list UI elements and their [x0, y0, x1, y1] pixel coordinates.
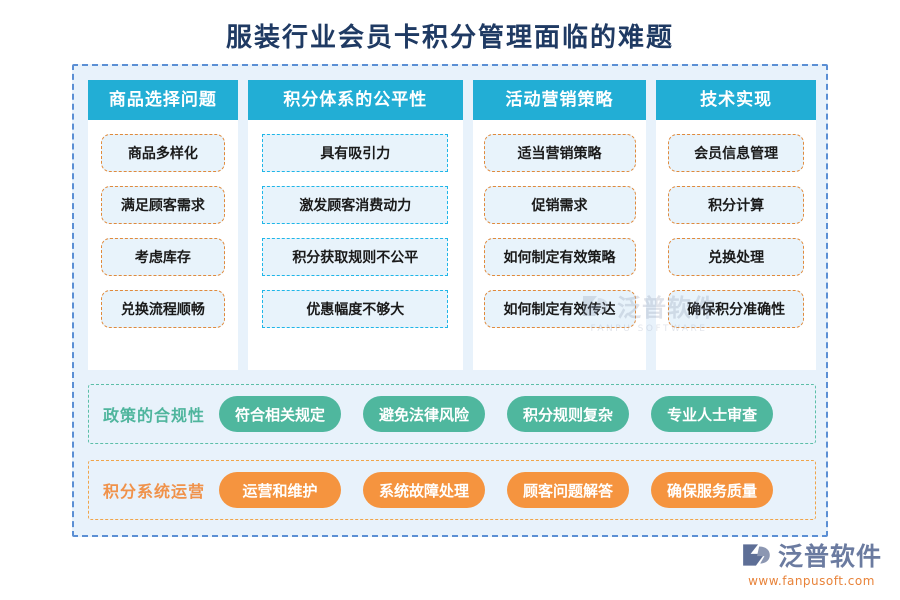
column-body-4: 会员信息管理 积分计算 兑换处理 确保积分准确性 — [656, 120, 816, 370]
bar-label-compliance: 政策的合规性 — [103, 406, 206, 425]
column-panel-3: 活动营销策略 适当营销策略 促销需求 如何制定有效策略 如何制定有效传达 — [472, 80, 647, 370]
pill-item[interactable]: 符合相关规定 — [219, 396, 342, 432]
bar-label-operations: 积分系统运营 — [103, 482, 206, 501]
brand-row: 泛普软件 — [741, 537, 882, 573]
fanpu-logo-icon — [743, 544, 770, 566]
column-header-4: 技术实现 — [656, 80, 817, 120]
column-item[interactable]: 会员信息管理 — [668, 134, 805, 172]
brand-logo: 泛普软件 www.fanpusoft.com — [741, 537, 882, 588]
column-item[interactable]: 确保积分准确性 — [668, 290, 805, 328]
column-item[interactable]: 具有吸引力 — [262, 134, 449, 172]
columns-container: 商品选择问题 商品多样化 满足顾客需求 考虑库存 兑换流程顺畅 积分体系的公平性… — [88, 80, 817, 370]
pill-item[interactable]: 运营和维护 — [219, 472, 342, 508]
column-item[interactable]: 考虑库存 — [100, 238, 225, 276]
brand-url: www.fanpusoft.com — [748, 574, 875, 588]
column-body-2: 具有吸引力 激发顾客消费动力 积分获取规则不公平 优惠幅度不够大 — [248, 120, 463, 370]
column-item[interactable]: 积分获取规则不公平 — [262, 238, 449, 276]
column-item[interactable]: 兑换流程顺畅 — [100, 290, 225, 328]
column-header-3: 活动营销策略 — [472, 80, 647, 120]
pill-item[interactable]: 专业人士审查 — [651, 396, 774, 432]
column-panel-1: 商品选择问题 商品多样化 满足顾客需求 考虑库存 兑换流程顺畅 — [88, 80, 238, 370]
pills-compliance: 符合相关规定 避免法律风险 积分规则复杂 专业人士审查 — [219, 396, 815, 432]
column-item[interactable]: 商品多样化 — [100, 134, 225, 172]
column-item[interactable]: 促销需求 — [483, 186, 636, 224]
pill-item[interactable]: 系统故障处理 — [363, 472, 486, 508]
column-item[interactable]: 适当营销策略 — [483, 134, 636, 172]
pill-item[interactable]: 积分规则复杂 — [507, 396, 630, 432]
column-panel-2: 积分体系的公平性 具有吸引力 激发顾客消费动力 积分获取规则不公平 优惠幅度不够… — [247, 80, 463, 370]
pill-item[interactable]: 避免法律风险 — [363, 396, 486, 432]
bottom-bar-compliance: 政策的合规性 符合相关规定 避免法律风险 积分规则复杂 专业人士审查 — [88, 384, 816, 444]
column-body-3: 适当营销策略 促销需求 如何制定有效策略 如何制定有效传达 — [473, 120, 647, 370]
column-header-2: 积分体系的公平性 — [247, 80, 463, 120]
pill-item[interactable]: 确保服务质量 — [651, 472, 774, 508]
column-header-1: 商品选择问题 — [88, 80, 238, 120]
pill-item[interactable]: 顾客问题解答 — [507, 472, 630, 508]
column-item[interactable]: 积分计算 — [668, 186, 805, 224]
diagram-frame: 商品选择问题 商品多样化 满足顾客需求 考虑库存 兑换流程顺畅 积分体系的公平性… — [72, 64, 828, 537]
pills-operations: 运营和维护 系统故障处理 顾客问题解答 确保服务质量 — [219, 472, 815, 508]
column-item[interactable]: 如何制定有效策略 — [483, 238, 636, 276]
brand-name: 泛普软件 — [777, 542, 882, 571]
column-item[interactable]: 优惠幅度不够大 — [262, 290, 449, 328]
column-body-1: 商品多样化 满足顾客需求 考虑库存 兑换流程顺畅 — [88, 120, 238, 370]
column-item[interactable]: 激发顾客消费动力 — [262, 186, 449, 224]
column-item[interactable]: 如何制定有效传达 — [483, 290, 636, 328]
column-item[interactable]: 兑换处理 — [668, 238, 805, 276]
column-item[interactable]: 满足顾客需求 — [100, 186, 225, 224]
page-title: 服装行业会员卡积分管理面临的难题 — [225, 23, 674, 53]
bottom-bar-operations: 积分系统运营 运营和维护 系统故障处理 顾客问题解答 确保服务质量 — [88, 460, 816, 520]
column-panel-4: 技术实现 会员信息管理 积分计算 兑换处理 确保积分准确性 — [656, 80, 817, 370]
